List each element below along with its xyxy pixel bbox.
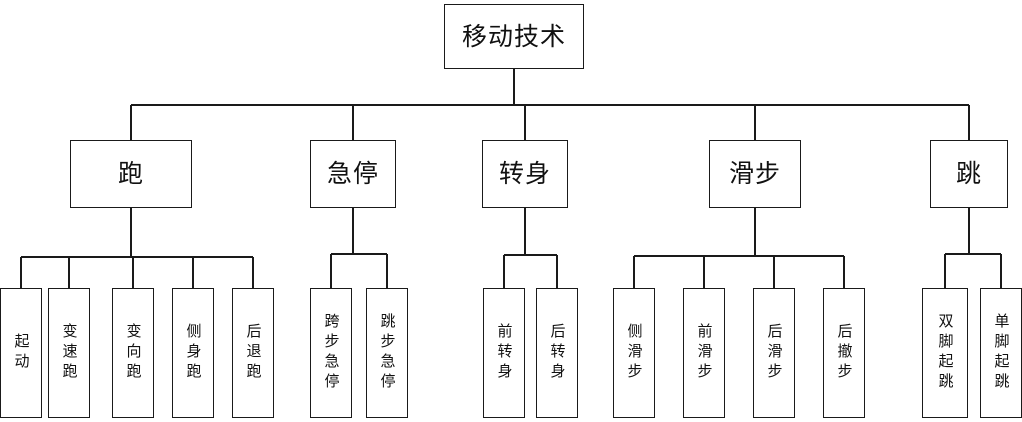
leaf-node-4-1[interactable]: 单脚起跳	[980, 288, 1022, 418]
leaf-node-1-1[interactable]: 跳步急停	[366, 288, 408, 418]
leaf-node-3-1[interactable]: 前滑步	[683, 288, 725, 418]
leaf-node-2-1[interactable]: 后转身	[536, 288, 578, 418]
branch-node-label: 转身	[498, 159, 551, 189]
leaf-node-label: 后退跑	[244, 323, 263, 383]
branch-node-2[interactable]: 转身	[482, 140, 568, 208]
leaf-node-label: 变速跑	[60, 323, 79, 383]
branch-node-0[interactable]: 跑	[70, 140, 192, 208]
leaf-node-0-3[interactable]: 侧身跑	[172, 288, 214, 418]
leaf-node-0-1[interactable]: 变速跑	[48, 288, 90, 418]
leaf-node-label: 跨步急停	[322, 313, 341, 393]
leaf-node-2-0[interactable]: 前转身	[483, 288, 525, 418]
leaf-node-label: 前转身	[495, 323, 514, 383]
leaf-node-3-0[interactable]: 侧滑步	[613, 288, 655, 418]
leaf-node-label: 后撤步	[835, 323, 854, 383]
leaf-node-label: 前滑步	[695, 323, 714, 383]
root-node-label: 移动技术	[461, 21, 566, 51]
leaf-node-3-3[interactable]: 后撤步	[823, 288, 865, 418]
leaf-node-0-4[interactable]: 后退跑	[232, 288, 274, 418]
leaf-node-3-2[interactable]: 后滑步	[753, 288, 795, 418]
leaf-node-label: 起动	[12, 333, 31, 373]
branch-node-label: 急停	[326, 159, 379, 189]
branch-node-label: 滑步	[728, 159, 781, 189]
leaf-node-0-2[interactable]: 变向跑	[112, 288, 154, 418]
leaf-node-label: 后滑步	[765, 323, 784, 383]
leaf-node-label: 侧身跑	[184, 323, 203, 383]
leaf-node-label: 双脚起跳	[936, 313, 955, 393]
leaf-node-label: 后转身	[548, 323, 567, 383]
branch-node-1[interactable]: 急停	[310, 140, 396, 208]
leaf-node-label: 单脚起跳	[992, 313, 1011, 393]
leaf-node-4-0[interactable]: 双脚起跳	[922, 288, 968, 418]
leaf-node-label: 侧滑步	[625, 323, 644, 383]
branch-node-3[interactable]: 滑步	[709, 140, 801, 208]
root-node: 移动技术	[444, 4, 584, 69]
branch-node-4[interactable]: 跳	[930, 140, 1008, 208]
leaf-node-label: 跳步急停	[378, 313, 397, 393]
leaf-node-1-0[interactable]: 跨步急停	[310, 288, 352, 418]
leaf-node-label: 变向跑	[124, 323, 143, 383]
branch-node-label: 跑	[117, 159, 144, 189]
leaf-node-0-0[interactable]: 起动	[0, 288, 42, 418]
branch-node-label: 跳	[955, 159, 982, 189]
